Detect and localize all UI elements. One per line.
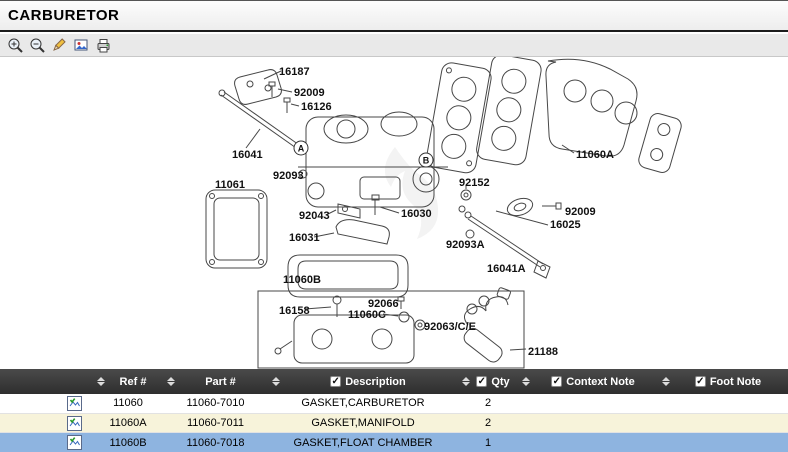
col-label-context-note: Context Note <box>566 375 635 388</box>
part-number-label[interactable]: 92009 <box>294 87 325 99</box>
row-part[interactable]: 11060-7011 <box>186 417 245 429</box>
row-ref: 11060A <box>109 417 147 429</box>
sort-icon[interactable] <box>272 377 280 386</box>
pencil-icon[interactable] <box>50 36 68 54</box>
part-number-label[interactable]: 21188 <box>528 346 558 358</box>
parts-table: Ref # Part # ✓Description ✓Qty ✓Context … <box>0 369 788 452</box>
part-number-label[interactable]: 16041A <box>487 263 526 275</box>
callout-A: A <box>293 140 309 156</box>
table-header-row: Ref # Part # ✓Description ✓Qty ✓Context … <box>0 369 788 394</box>
col-label-ref: Ref # <box>119 375 147 388</box>
sort-icon[interactable] <box>97 377 105 386</box>
row-diagram-icon[interactable] <box>55 395 93 411</box>
col-header-qty: ✓Qty <box>458 369 518 394</box>
part-number-label[interactable]: 92066 <box>368 298 399 310</box>
row-qty: 2 <box>484 417 492 429</box>
table-row[interactable]: 11060 11060-7010 GASKET,CARBURETOR 2 <box>0 394 788 414</box>
part-number-label[interactable]: 16031 <box>289 232 320 244</box>
part-number-label[interactable]: 16041 <box>232 149 263 161</box>
row-ref: 11060 <box>113 397 143 410</box>
part-number-label[interactable]: 16025 <box>550 219 581 231</box>
page-title: CARBURETOR <box>8 7 120 24</box>
part-number-label[interactable]: 11060B <box>283 274 321 286</box>
print-icon[interactable] <box>94 36 112 54</box>
row-qty: 1 <box>484 436 492 449</box>
part-number-label[interactable]: 16126 <box>301 101 332 113</box>
row-part[interactable]: 11060-7018 <box>186 436 245 449</box>
diagram-labels: 16187 92009 16126 16041 92093 11061 92043 16030… <box>0 57 788 369</box>
row-desc: GASKET,MANIFOLD <box>311 417 415 429</box>
sort-icon[interactable] <box>522 377 530 386</box>
part-number-label[interactable]: 92093A <box>446 239 485 251</box>
row-part[interactable]: 11060-7010 <box>186 397 245 410</box>
col-label-qty: Qty <box>491 375 510 388</box>
table-row[interactable]: 11060A 11060-7011 GASKET,MANIFOLD 2 <box>0 413 788 434</box>
zoom-out-icon[interactable] <box>28 36 46 54</box>
zoom-in-icon[interactable] <box>6 36 24 54</box>
table-row[interactable]: 11060B 11060-7018 GASKET,FLOAT CHAMBER 1 <box>0 433 788 452</box>
col-header-gutter <box>0 369 55 394</box>
table-body: 11060 11060-7010 GASKET,CARBURETOR 2 110… <box>0 394 788 452</box>
part-number-label[interactable]: 92063/C/E <box>424 321 476 333</box>
col-header-description: ✓Description <box>268 369 458 394</box>
row-qty: 2 <box>484 397 492 410</box>
part-number-label[interactable]: 16158 <box>279 305 310 317</box>
callout-B: B <box>418 152 434 168</box>
part-number-label[interactable]: 92093 <box>273 170 304 182</box>
sort-icon[interactable] <box>462 377 470 386</box>
row-diagram-icon[interactable] <box>55 415 93 431</box>
part-number-label[interactable]: 16030 <box>401 208 432 220</box>
col-label-description: Description <box>345 375 406 388</box>
sort-icon[interactable] <box>167 377 175 386</box>
part-number-label[interactable]: 92043 <box>299 210 330 222</box>
part-number-label[interactable]: 11060C <box>348 309 386 321</box>
part-number-label[interactable]: 11060A <box>576 149 614 161</box>
part-number-label[interactable]: 92009 <box>565 206 596 218</box>
col-header-ref: Ref # <box>93 369 163 394</box>
toolbar <box>0 34 788 57</box>
column-checkbox-context-note[interactable]: ✓ <box>551 376 563 387</box>
col-header-part: Part # <box>163 369 268 394</box>
carburetor-line-drawing <box>205 57 682 369</box>
title-bar: CARBURETOR <box>0 1 788 32</box>
column-checkbox-foot-note[interactable]: ✓ <box>694 376 706 387</box>
exploded-parts-diagram: 16187 92009 16126 16041 92093 11061 92043 16030… <box>0 57 788 369</box>
row-desc: GASKET,FLOAT CHAMBER <box>293 436 433 449</box>
image-icon[interactable] <box>72 36 90 54</box>
part-number-label[interactable]: 11061 <box>215 179 245 191</box>
row-desc: GASKET,CARBURETOR <box>301 397 425 410</box>
part-number-label[interactable]: 16187 <box>279 66 310 78</box>
sort-icon[interactable] <box>662 377 670 386</box>
col-header-context-note: ✓Context Note <box>518 369 658 394</box>
col-label-foot-note: Foot Note <box>709 375 762 388</box>
col-header-icon <box>55 369 93 394</box>
column-checkbox-description[interactable]: ✓ <box>330 376 342 387</box>
row-ref: 11060B <box>109 436 147 449</box>
row-diagram-icon[interactable] <box>55 435 93 451</box>
column-checkbox-qty[interactable]: ✓ <box>476 376 488 387</box>
part-number-label[interactable]: 92152 <box>459 177 490 189</box>
col-header-foot-note: ✓Foot Note <box>658 369 788 394</box>
col-label-part: Part # <box>205 375 236 388</box>
